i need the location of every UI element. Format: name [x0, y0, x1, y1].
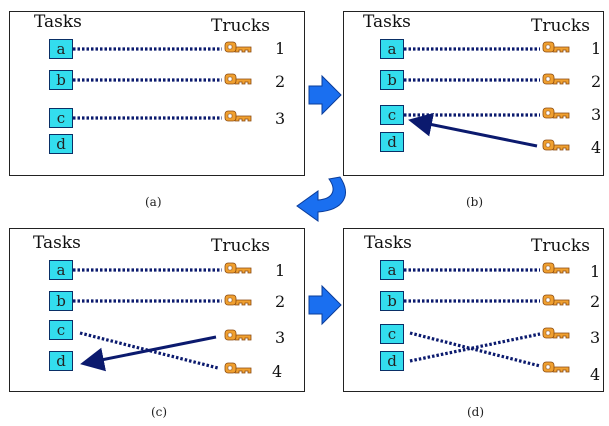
truck-number-2: 2 — [275, 292, 286, 311]
task-c: c — [49, 108, 73, 128]
task-c: c — [380, 324, 404, 344]
trucks-label-a: Trucks — [211, 16, 270, 36]
truck-number-3: 3 — [275, 109, 286, 128]
task-b: b — [49, 70, 73, 90]
truck-number-2: 2 — [590, 292, 601, 311]
task-b: b — [380, 291, 404, 311]
truck-key-icons-a — [224, 41, 252, 122]
task-a: a — [49, 39, 73, 59]
links-panel-a — [73, 47, 222, 120]
links-panel-d — [404, 268, 541, 368]
caption-c: (c) — [151, 405, 168, 419]
tasks-label-a: Tasks — [34, 12, 82, 32]
trucks-label-d: Trucks — [531, 236, 590, 256]
truck-key-icons-b — [542, 41, 570, 151]
truck-number-1: 1 — [591, 39, 602, 58]
caption-a: (a) — [145, 195, 162, 209]
task-d: d — [49, 134, 73, 154]
task-d: d — [380, 351, 404, 371]
task-b: b — [380, 70, 404, 90]
transition-arrow-a-to-b — [308, 74, 342, 116]
truck-key-icons-d — [542, 262, 570, 373]
tasks-label-d: Tasks — [364, 233, 412, 253]
task-d: d — [380, 132, 404, 152]
reassignment-arrow-c — [80, 335, 217, 372]
tasks-label-b: Tasks — [363, 12, 411, 32]
truck-number-3: 3 — [591, 105, 602, 124]
trucks-label-b: Trucks — [531, 16, 590, 36]
caption-d: (d) — [467, 405, 485, 419]
links-panel-b — [404, 47, 540, 117]
truck-number-4: 4 — [591, 138, 602, 157]
truck-key-icons-c — [224, 262, 252, 374]
task-a: a — [380, 39, 404, 59]
task-a: a — [49, 260, 73, 280]
truck-number-4: 4 — [590, 365, 601, 384]
tasks-label-c: Tasks — [33, 233, 81, 253]
trucks-label-c: Trucks — [211, 236, 270, 256]
task-c: c — [380, 105, 404, 125]
truck-number-2: 2 — [275, 72, 286, 91]
transition-arrow-b-to-c — [296, 176, 346, 222]
truck-number-4: 4 — [272, 362, 283, 381]
new-assignment-arrow-b — [408, 112, 538, 148]
task-d: d — [49, 351, 73, 371]
task-a: a — [380, 260, 404, 280]
truck-number-3: 3 — [275, 328, 286, 347]
truck-number-1: 1 — [275, 261, 286, 280]
task-b: b — [49, 291, 73, 311]
truck-number-3: 3 — [590, 328, 601, 347]
transition-arrow-c-to-d — [308, 284, 342, 326]
task-c: c — [49, 320, 73, 340]
truck-number-1: 1 — [275, 39, 286, 58]
truck-number-2: 2 — [591, 72, 602, 91]
caption-b: (b) — [466, 195, 484, 209]
truck-number-1: 1 — [590, 262, 601, 281]
links-panel-c — [73, 268, 222, 370]
